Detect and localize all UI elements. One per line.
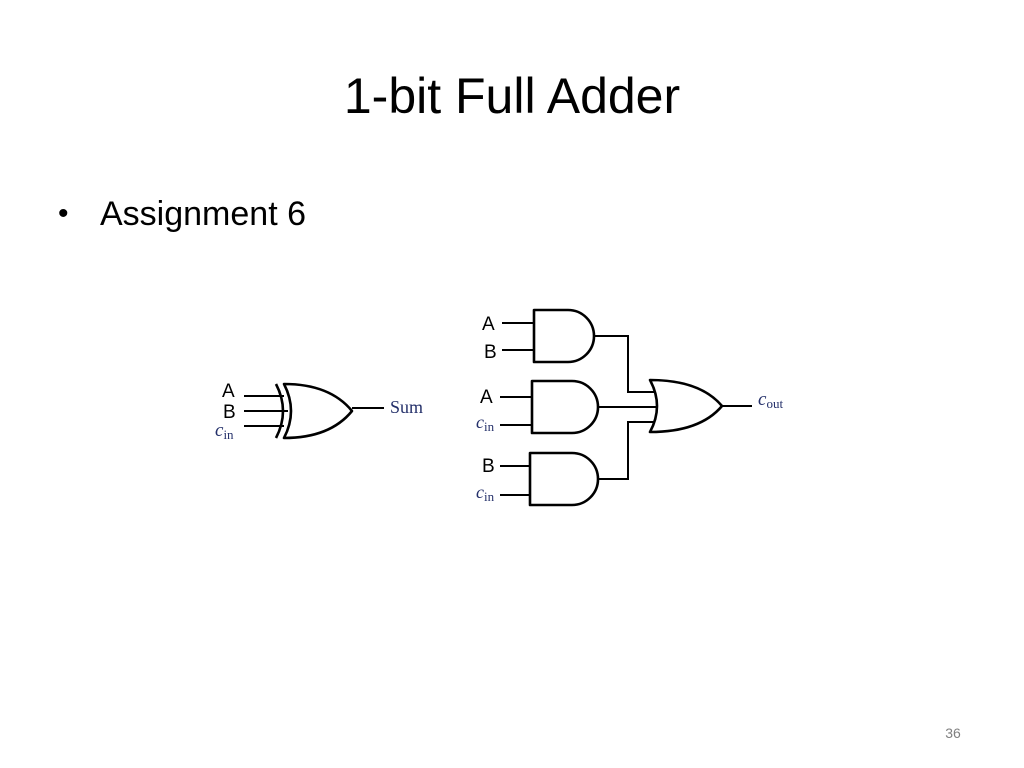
- xor-input-label-cin: cin: [215, 420, 234, 442]
- and-gate-1: A B: [482, 308, 596, 364]
- and3-input-label-b: B: [482, 456, 495, 477]
- cout-label: cout: [758, 389, 783, 411]
- and-to-or-wires: [594, 335, 658, 480]
- and-gate-2: A cin: [476, 379, 600, 435]
- page-number: 36: [945, 725, 961, 741]
- and-gate-3-body: [528, 451, 600, 507]
- and1-to-or-wire: [594, 335, 654, 393]
- xor-gate: A B cin Sum: [215, 381, 423, 442]
- and-gate-3: B cin: [476, 451, 600, 507]
- and-gate-2-body: [530, 379, 600, 435]
- bullet-text: Assignment 6: [100, 195, 306, 233]
- bullet-dot: •: [58, 197, 69, 230]
- and-gate-1-body: [532, 308, 596, 364]
- and1-input-label-b: B: [484, 342, 497, 363]
- xor-input-label-b: B: [223, 402, 236, 423]
- or-gate: cout: [648, 378, 783, 434]
- bullet-item: • Assignment 6: [58, 192, 306, 236]
- xor-input-label-a: A: [222, 381, 235, 402]
- and1-input-label-a: A: [482, 314, 495, 335]
- and2-input-label-cin: cin: [476, 412, 495, 434]
- and3-to-or-wire: [598, 421, 654, 480]
- and2-input-label-a: A: [480, 387, 493, 408]
- sum-label: Sum: [390, 397, 423, 417]
- slide-title: 1-bit Full Adder: [343, 68, 681, 124]
- and3-input-label-cin: cin: [476, 482, 495, 504]
- or-gate-body: [648, 378, 724, 434]
- xor-gate-body: [282, 382, 354, 440]
